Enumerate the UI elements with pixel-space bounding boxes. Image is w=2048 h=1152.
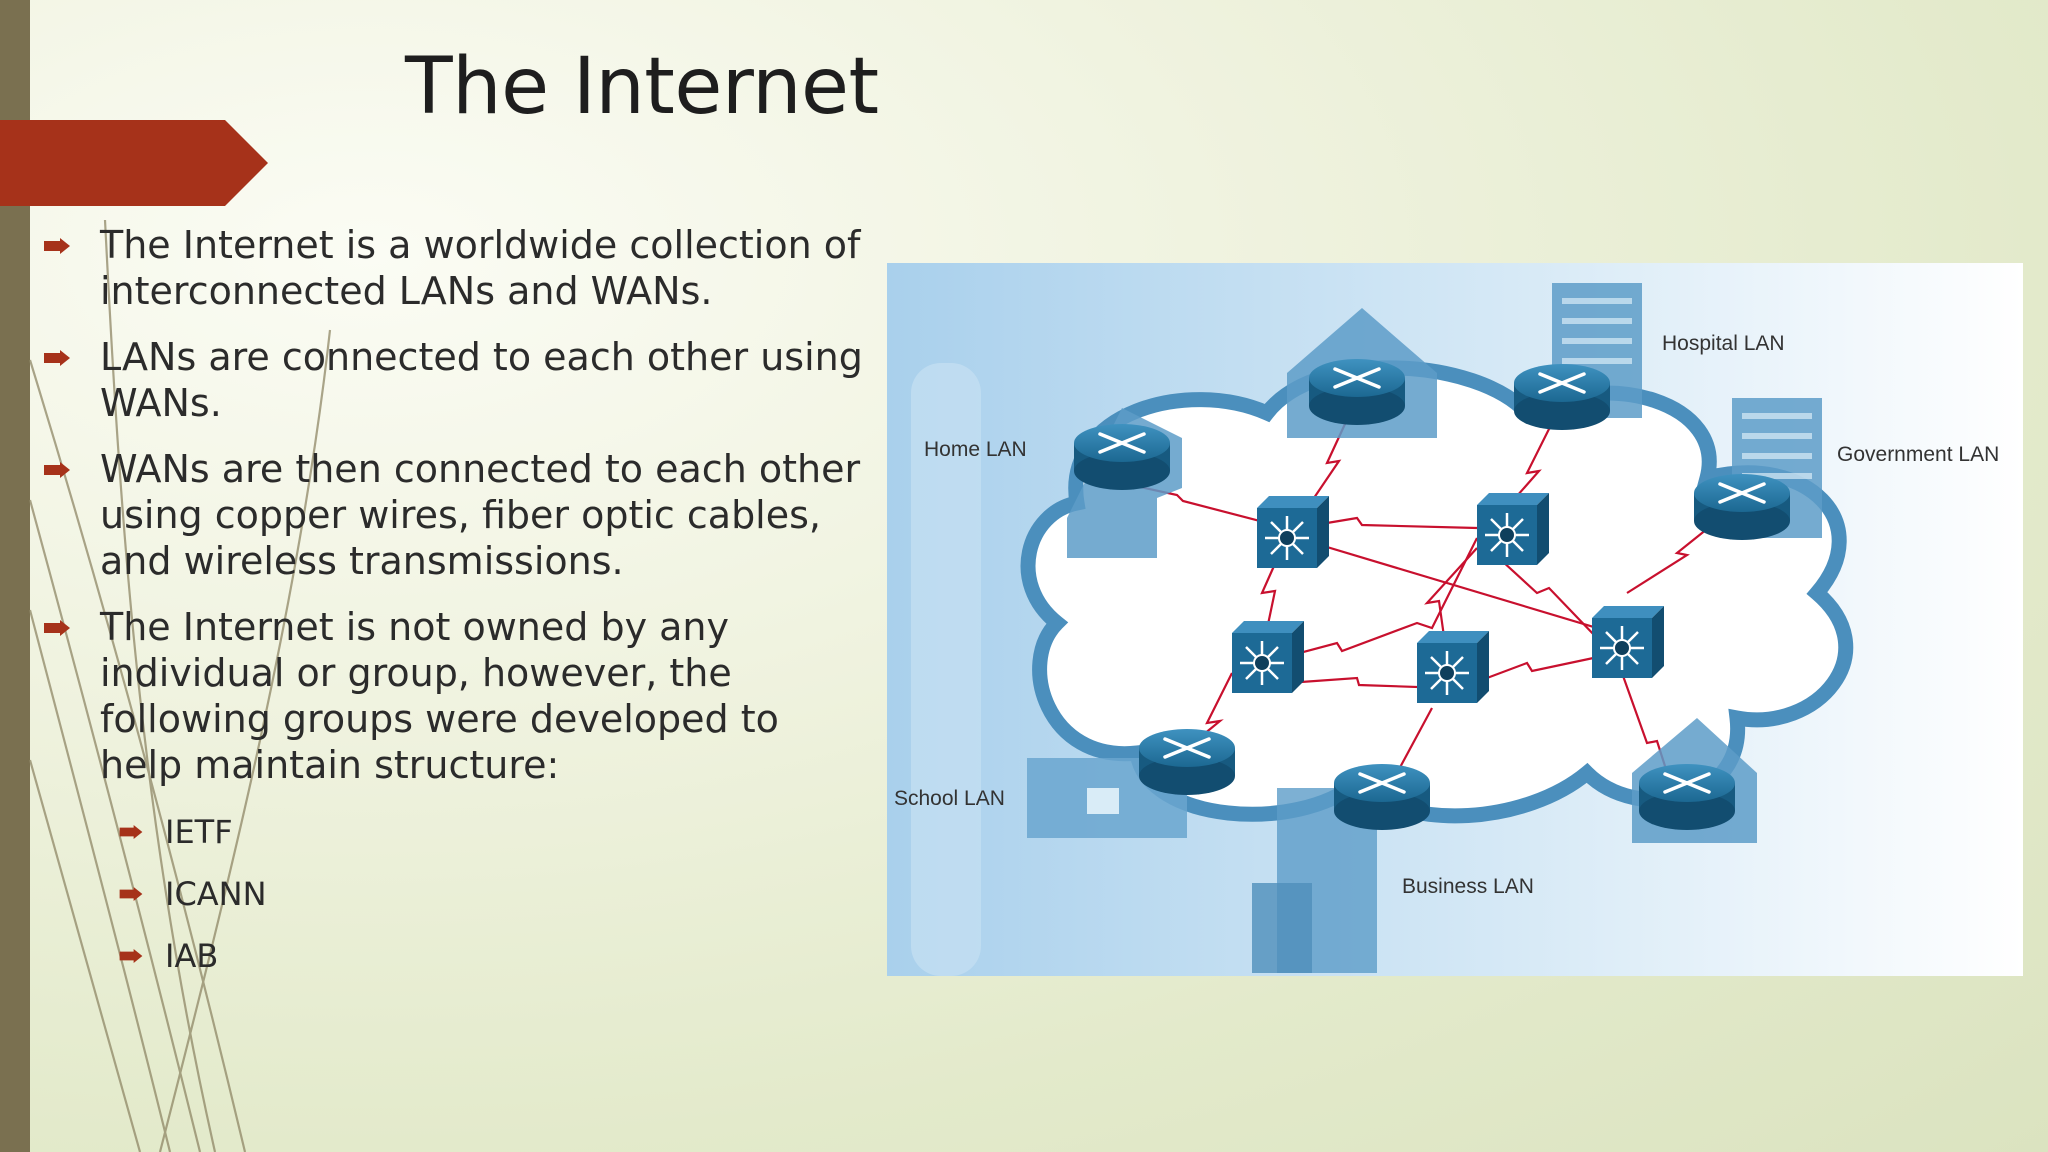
arrow-bullet-icon xyxy=(119,949,143,963)
router-icon xyxy=(1692,472,1792,542)
bullet-text: The Internet is a worldwide collection o… xyxy=(100,223,861,313)
bullet-item: The Internet is not owned by any individ… xyxy=(44,604,864,788)
title-accent-arrow xyxy=(0,120,268,206)
sub-bullet-item: IAB xyxy=(44,936,864,998)
arrow-bullet-icon xyxy=(119,887,143,901)
bullet-text: The Internet is not owned by any individ… xyxy=(100,605,779,787)
bullet-list: The Internet is a worldwide collection o… xyxy=(44,222,864,998)
router-icon xyxy=(1137,727,1237,797)
sub-bullet-text: ICANN xyxy=(165,875,267,913)
internet-diagram: Home LAN Hospital LAN Government LAN Sch… xyxy=(887,263,2023,976)
label-hospital-lan: Hospital LAN xyxy=(1662,332,1785,355)
label-school-lan: School LAN xyxy=(894,787,1005,810)
sub-bullet-item: IETF xyxy=(44,812,864,874)
sub-bullet-text: IETF xyxy=(165,813,233,851)
switch-icon xyxy=(1415,629,1491,705)
label-government-lan: Government LAN xyxy=(1837,443,1999,466)
bullet-text: WANs are then connected to each other us… xyxy=(100,447,861,583)
switch-icon xyxy=(1230,619,1306,695)
arrow-bullet-icon xyxy=(44,238,70,254)
sub-bullet-item: ICANN xyxy=(44,874,864,936)
switch-icon xyxy=(1475,491,1551,567)
switch-icon xyxy=(1590,604,1666,680)
label-business-lan: Business LAN xyxy=(1402,875,1534,898)
slide-title: The Internet xyxy=(405,42,879,132)
router-icon xyxy=(1332,762,1432,832)
sub-bullet-text: IAB xyxy=(165,937,219,975)
router-icon xyxy=(1637,762,1737,832)
sub-bullet-list: IETF ICANN IAB xyxy=(44,812,864,998)
arrow-bullet-icon xyxy=(44,350,70,366)
switch-icon xyxy=(1255,494,1331,570)
router-icon xyxy=(1307,357,1407,427)
bullet-item: The Internet is a worldwide collection o… xyxy=(44,222,864,314)
arrow-bullet-icon xyxy=(44,620,70,636)
arrow-bullet-icon xyxy=(44,462,70,478)
router-icon xyxy=(1072,422,1172,492)
arrow-bullet-icon xyxy=(119,825,143,839)
bullet-item: WANs are then connected to each other us… xyxy=(44,446,864,584)
label-home-lan: Home LAN xyxy=(924,438,1027,461)
router-icon xyxy=(1512,362,1612,432)
bullet-text: LANs are connected to each other using W… xyxy=(100,335,863,425)
bullet-item: LANs are connected to each other using W… xyxy=(44,334,864,426)
